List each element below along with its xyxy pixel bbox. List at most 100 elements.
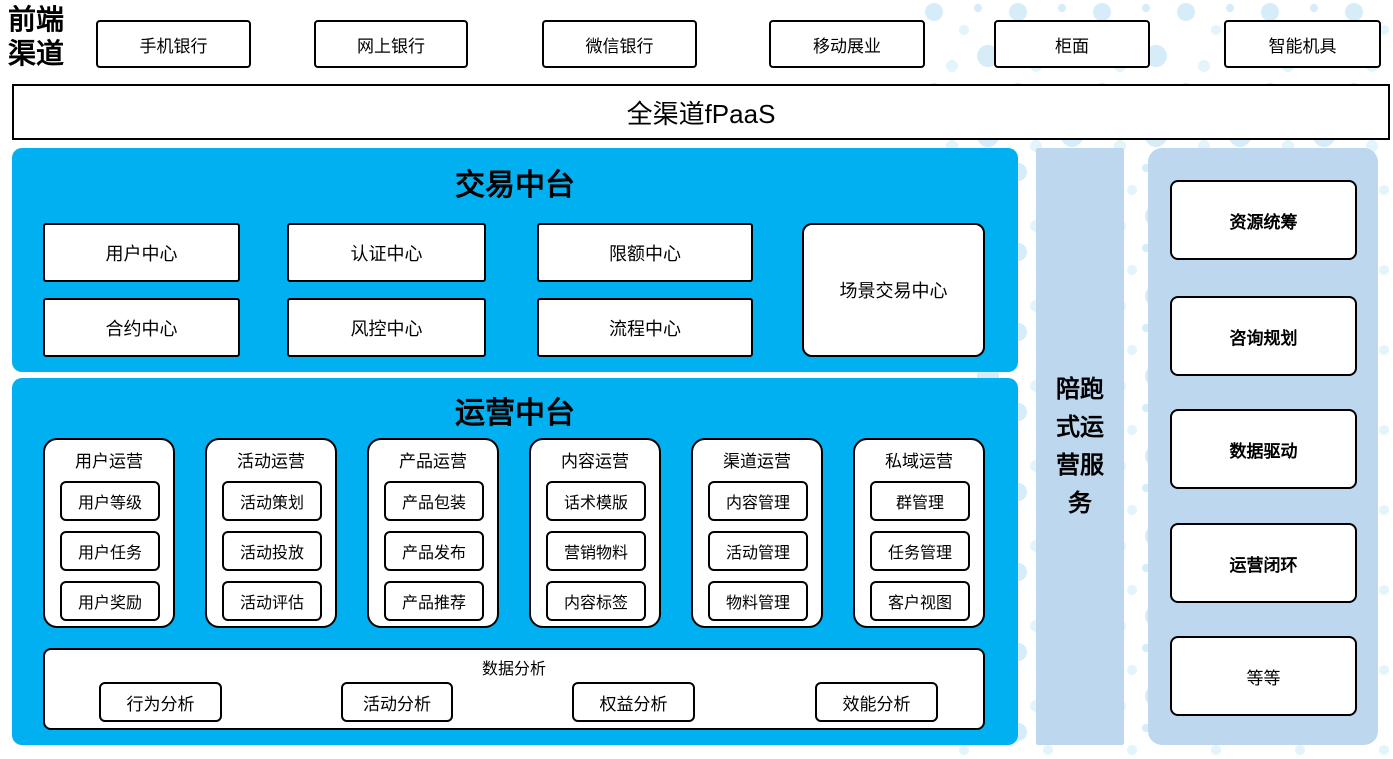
companion-service-label: 陪跑式运营服务 [1056, 375, 1104, 517]
analysis-box-benefit: 权益分析 [572, 682, 695, 722]
service-capability-panel: 资源统筹 咨询规划 数据驱动 运营闭环 等等 [1148, 148, 1378, 745]
item-label: 用户奖励 [77, 595, 142, 612]
fpaas-label: 全渠道fPaaS [626, 98, 776, 129]
item-label: 群管理 [895, 495, 944, 512]
item-label: 活动评估 [239, 595, 304, 612]
channel-label: 智能机具 [1268, 36, 1337, 56]
analysis-box-activity: 活动分析 [341, 682, 453, 722]
center-box-authentication: 认证中心 [287, 223, 486, 282]
operation-group-private-domain: 私域运营 群管理 任务管理 客户视图 [853, 438, 985, 628]
center-box-scenario-transaction: 场景交易中心 [802, 223, 985, 357]
center-box-limit: 限额中心 [537, 223, 753, 282]
data-analysis-title: 数据分析 [481, 661, 546, 678]
transaction-platform-title: 交易中台 [455, 169, 575, 202]
center-box-contract: 合约中心 [43, 298, 240, 357]
operation-platform-block: 运营中台 用户运营 用户等级 用户任务 用户奖励 活动运营 活动策划 活动投放 … [12, 378, 1018, 745]
center-box-risk-control: 风控中心 [287, 298, 486, 357]
item-label: 客户视图 [887, 595, 952, 612]
channel-label: 网上银行 [357, 36, 425, 56]
service-box-resource-coordination: 资源统筹 [1170, 180, 1357, 260]
operation-group-channel: 渠道运营 内容管理 活动管理 物料管理 [691, 438, 823, 628]
center-label: 风控中心 [350, 318, 423, 339]
center-label: 流程中心 [609, 318, 681, 339]
group-item: 产品发布 [384, 531, 484, 571]
center-box-user: 用户中心 [43, 223, 240, 282]
item-label: 物料管理 [725, 595, 790, 612]
item-label: 活动策划 [239, 495, 304, 512]
item-label: 活动投放 [239, 545, 304, 562]
operation-group-activity: 活动运营 活动策划 活动投放 活动评估 [205, 438, 337, 628]
operation-group-content: 内容运营 话术模版 营销物料 内容标签 [529, 438, 661, 628]
group-item: 内容标签 [546, 581, 646, 621]
item-label: 内容标签 [563, 595, 628, 612]
group-item: 产品推荐 [384, 581, 484, 621]
companion-service-bar: 陪跑式运营服务 [1036, 148, 1124, 745]
group-item: 任务管理 [870, 531, 970, 571]
operation-group-product: 产品运营 产品包装 产品发布 产品推荐 [367, 438, 499, 628]
center-label: 限额中心 [609, 243, 681, 264]
item-label: 产品发布 [401, 545, 466, 562]
data-analysis-strip: 数据分析 行为分析 活动分析 权益分析 效能分析 [43, 648, 985, 730]
item-label: 数据驱动 [1229, 441, 1298, 461]
analysis-box-efficiency: 效能分析 [815, 682, 938, 722]
item-label: 任务管理 [887, 545, 952, 562]
group-item: 用户任务 [60, 531, 160, 571]
service-box-operation-loop: 运营闭环 [1170, 523, 1357, 603]
channel-label: 移动展业 [813, 36, 881, 56]
group-title: 活动运营 [237, 452, 305, 471]
frontend-channels-label: 前端渠道 [8, 5, 65, 70]
group-item: 物料管理 [708, 581, 808, 621]
item-label: 用户等级 [77, 495, 142, 512]
fpaas-bar: 全渠道fPaaS [12, 84, 1390, 140]
channel-label: 微信银行 [585, 36, 654, 56]
item-label: 效能分析 [842, 694, 911, 714]
group-title: 用户运营 [75, 452, 143, 471]
item-label: 咨询规划 [1229, 328, 1298, 348]
center-box-process: 流程中心 [537, 298, 753, 357]
item-label: 权益分析 [599, 694, 668, 714]
item-label: 行为分析 [126, 694, 195, 714]
channel-label: 柜面 [1055, 36, 1089, 56]
center-label: 用户中心 [105, 243, 178, 264]
group-title: 私域运营 [885, 452, 953, 471]
service-box-consulting-planning: 咨询规划 [1170, 296, 1357, 376]
center-label: 场景交易中心 [839, 281, 948, 301]
group-item: 产品包装 [384, 481, 484, 521]
group-item: 营销物料 [546, 531, 646, 571]
item-label: 内容管理 [725, 495, 790, 512]
item-label: 等等 [1246, 668, 1281, 688]
item-label: 产品推荐 [401, 595, 466, 612]
channel-box-counter: 柜面 [994, 20, 1150, 68]
channel-box-mobile-banking: 手机银行 [96, 20, 251, 68]
group-item: 客户视图 [870, 581, 970, 621]
group-title: 内容运营 [561, 452, 629, 471]
group-item: 活动管理 [708, 531, 808, 571]
analysis-box-behavior: 行为分析 [99, 682, 222, 722]
channel-label: 手机银行 [139, 36, 208, 56]
item-label: 活动分析 [363, 694, 431, 714]
item-label: 运营闭环 [1229, 555, 1298, 575]
group-title: 渠道运营 [723, 452, 791, 471]
item-label: 用户任务 [77, 545, 142, 562]
group-item: 群管理 [870, 481, 970, 521]
item-label: 活动管理 [725, 545, 790, 562]
center-label: 认证中心 [350, 243, 423, 264]
item-label: 产品包装 [401, 495, 466, 512]
operation-platform-title: 运营中台 [455, 397, 575, 430]
item-label: 话术模版 [563, 495, 628, 512]
item-label: 营销物料 [563, 545, 628, 562]
item-label: 资源统筹 [1229, 212, 1298, 232]
group-item: 活动评估 [222, 581, 322, 621]
channel-box-mobile-outreach: 移动展业 [769, 20, 925, 68]
group-item: 话术模版 [546, 481, 646, 521]
center-label: 合约中心 [105, 318, 178, 339]
service-box-data-driven: 数据驱动 [1170, 409, 1357, 489]
group-item: 活动投放 [222, 531, 322, 571]
transaction-platform-block: 交易中台 用户中心 认证中心 限额中心 合约中心 风控中心 流程中心 场景交易中… [12, 148, 1018, 372]
operation-group-user: 用户运营 用户等级 用户任务 用户奖励 [43, 438, 175, 628]
group-item: 用户奖励 [60, 581, 160, 621]
group-item: 用户等级 [60, 481, 160, 521]
group-item: 内容管理 [708, 481, 808, 521]
channel-box-online-banking: 网上银行 [314, 20, 468, 68]
